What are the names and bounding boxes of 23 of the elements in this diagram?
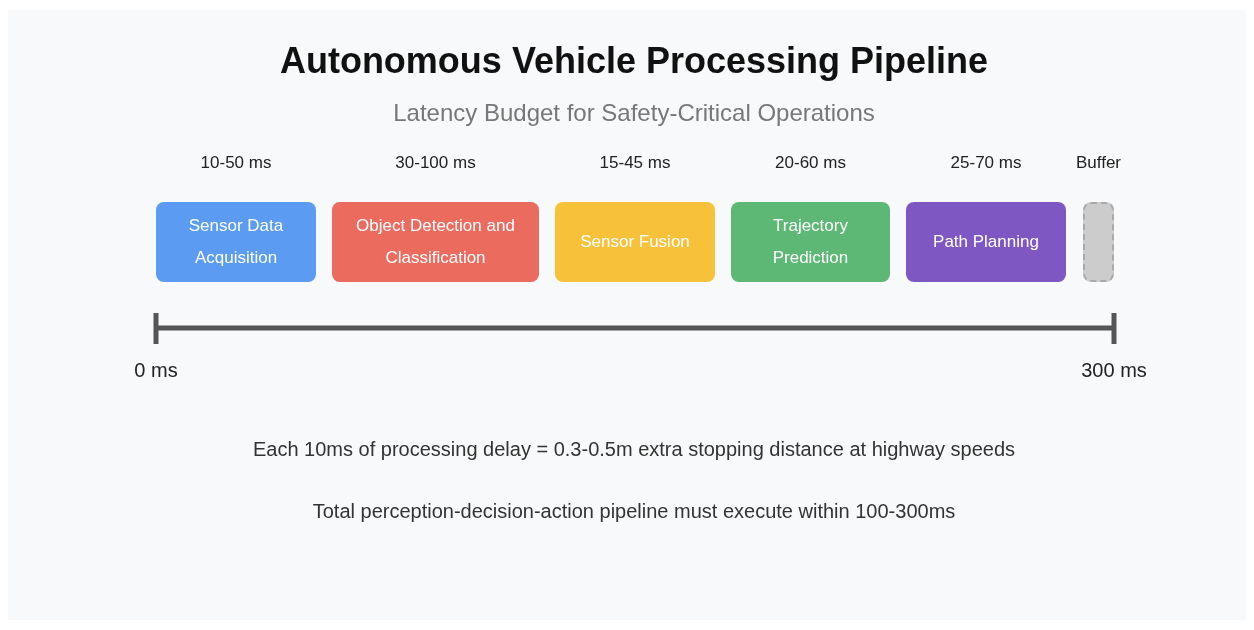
stage-label: Sensor Fusion (580, 231, 690, 253)
duration-label: 30-100 ms (395, 153, 476, 173)
duration-label: 10-50 ms (200, 153, 272, 173)
buffer-box (1083, 202, 1114, 282)
stage-label: Trajectory Prediction (771, 215, 850, 269)
stage-box (731, 202, 890, 282)
stage-box (906, 202, 1066, 282)
duration-label: Buffer (1075, 153, 1122, 173)
duration-label: 20-60 ms (775, 153, 846, 173)
title: Autonomous Vehicle Processing Pipeline (279, 40, 989, 82)
duration-label: 25-70 ms (950, 153, 1022, 173)
axis-label: 300 ms (1081, 359, 1147, 382)
stage-box (156, 202, 316, 282)
stage-label: Object Detection and Classification (355, 215, 516, 269)
note-text: Each 10ms of processing delay = 0.3-0.5m extra stopping distance at highway speeds (252, 438, 1016, 461)
stage-label: Path Planning (933, 231, 1039, 253)
subtitle: Latency Budget for Safety-Critical Operations (393, 99, 875, 127)
stage-label: Sensor Data Acquisition (187, 215, 285, 269)
axis-label: 0 ms (134, 359, 178, 382)
stage-box (555, 202, 715, 282)
note-text: Total perception-decision-action pipeline must execute within 100-300ms (312, 500, 956, 523)
duration-label: 15-45 ms (599, 153, 671, 173)
stage-box (332, 202, 539, 282)
